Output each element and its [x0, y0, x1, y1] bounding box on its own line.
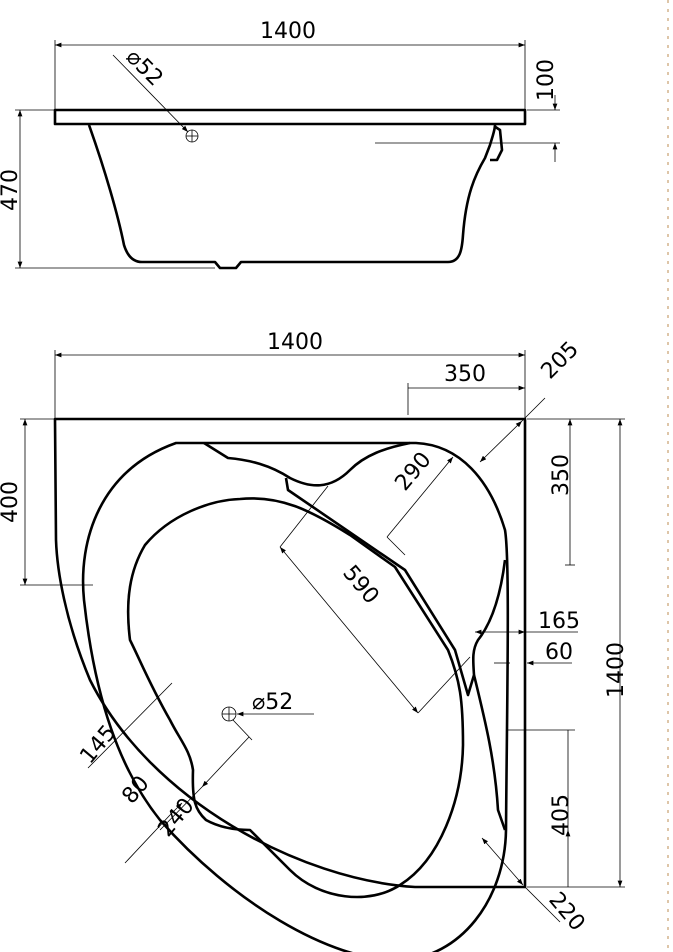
side-body	[87, 124, 497, 270]
plan-view: 1400 350 205 400 1400 350 405 165 60 290	[0, 330, 629, 952]
plan-basin-label: 590	[337, 561, 383, 609]
plan-height-label: 1400	[604, 642, 629, 698]
plan-seat-label: 290	[390, 448, 436, 496]
plan-right-bottom-label: 405	[549, 794, 574, 836]
plan-top-offset-label: 350	[444, 362, 486, 387]
plan-right-top-label: 350	[549, 454, 574, 496]
side-apron	[490, 124, 504, 162]
seat-edge	[284, 477, 507, 697]
plan-width-label: 1400	[267, 330, 323, 355]
side-width-label: 1400	[260, 19, 316, 44]
side-rim	[53, 108, 527, 126]
plan-bottom-corner-label: 220	[543, 888, 589, 936]
side-view: 1400 470 100 ⌀52	[0, 19, 560, 270]
plan-outline	[53, 417, 527, 889]
headrest	[203, 441, 411, 487]
plan-rim-60-label: 60	[545, 640, 573, 665]
plan-rim-165-label: 165	[538, 609, 580, 634]
side-step	[472, 674, 507, 831]
plan-left-145-label: 145	[75, 721, 121, 769]
plan-drain-label: ⌀52	[252, 690, 293, 715]
plan-corner-label: 205	[537, 337, 584, 384]
side-height-label: 470	[0, 169, 23, 211]
side-drain-label: ⌀52	[121, 45, 168, 92]
plan-rim	[81, 441, 510, 952]
basin	[126, 497, 465, 899]
plan-left-label: 400	[0, 481, 23, 523]
side-rim-label: 100	[534, 59, 559, 101]
